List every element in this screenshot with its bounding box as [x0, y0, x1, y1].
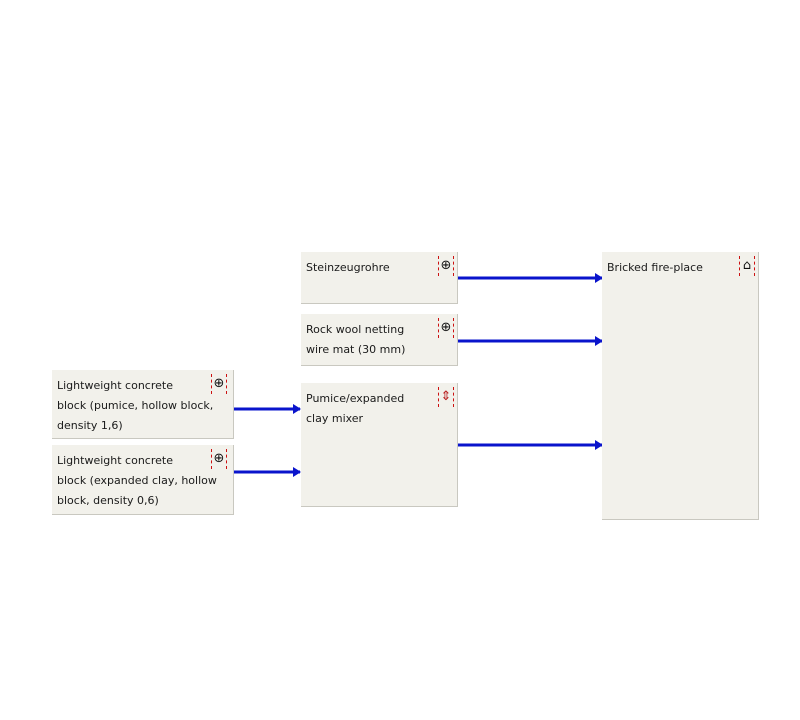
process-icon: ⊕	[438, 256, 454, 276]
node-label: Bricked fire-place	[607, 261, 703, 274]
node-label: Lightweight concrete block (pumice, holl…	[57, 379, 214, 432]
node-label: Pumice/expanded clay mixer	[306, 392, 405, 425]
process-icon: ⊕	[211, 374, 227, 394]
node-label: Rock wool netting wire mat (30 mm)	[306, 323, 406, 356]
process-node-lightweight-concrete-pumice[interactable]: Lightweight concrete block (pumice, holl…	[52, 370, 234, 439]
node-label: Steinzeugrohre	[306, 261, 390, 274]
process-icon: ⊕	[211, 449, 227, 469]
process-node-bricked-fire-place[interactable]: Bricked fire-place ⌂	[602, 252, 759, 520]
process-icon: ⊕	[438, 318, 454, 338]
mixer-icon: ⇕	[438, 387, 454, 407]
process-node-rock-wool-netting[interactable]: Rock wool netting wire mat (30 mm) ⊕	[301, 314, 458, 366]
process-node-steinzeugrohre[interactable]: Steinzeugrohre ⊕	[301, 252, 458, 304]
process-node-mixer[interactable]: Pumice/expanded clay mixer ⇕	[301, 383, 458, 507]
node-label: Lightweight concrete block (expanded cla…	[57, 454, 217, 507]
factory-icon: ⌂	[739, 256, 755, 276]
process-node-lightweight-concrete-clay[interactable]: Lightweight concrete block (expanded cla…	[52, 445, 234, 515]
